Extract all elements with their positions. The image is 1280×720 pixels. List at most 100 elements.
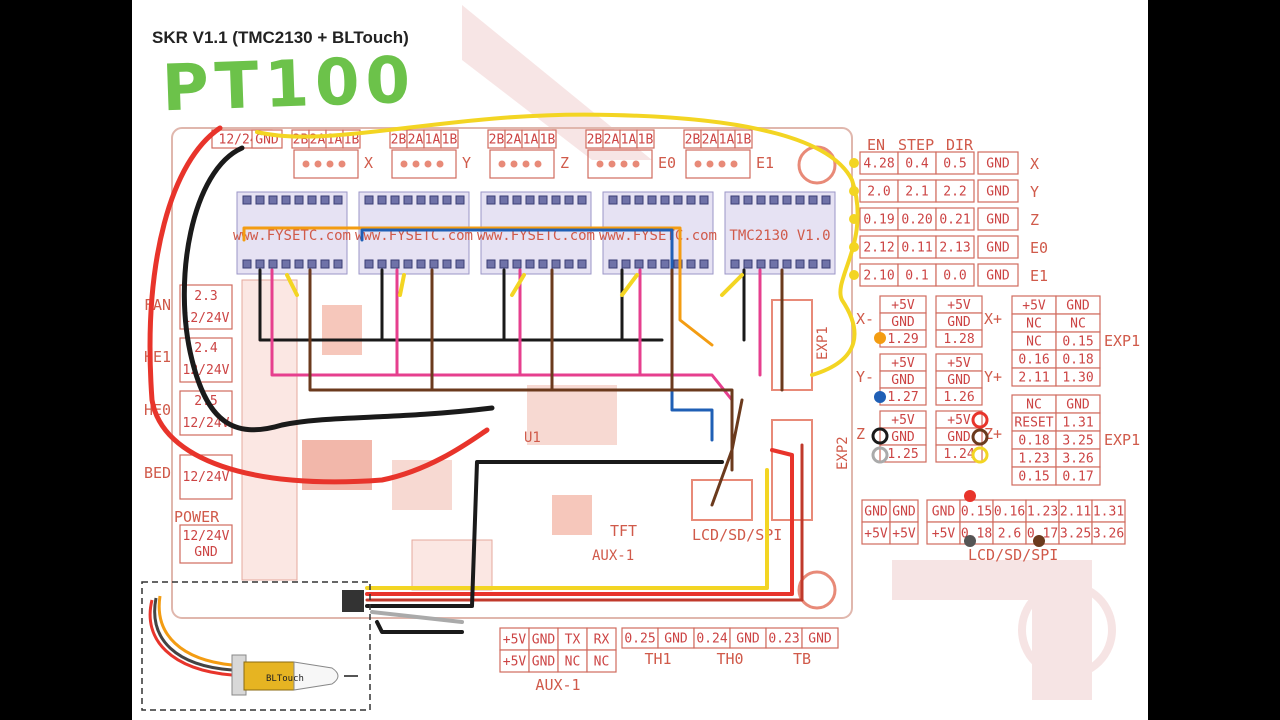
endstop-z-max-pin: 1.24 — [943, 447, 974, 462]
label-u1: U1 — [524, 430, 541, 446]
stepper-pin-E0-2B: 2B — [587, 133, 603, 148]
endstop-z-min-pin: 1.25 — [887, 447, 918, 462]
lcd-r2-c0: +5V — [932, 527, 956, 542]
lcd-left-r1-c0: +5V — [864, 527, 888, 542]
endstop-x-min-pin: 1.29 — [887, 332, 918, 347]
aux-r1-c0: +5V — [503, 633, 527, 648]
exp1-bottom-r0-c1: GND — [1066, 398, 1090, 413]
power-fan-pin: 2.3 — [194, 289, 217, 304]
aux-r1-c3: RX — [594, 633, 610, 648]
exp1-bottom-r4-c1-cell — [1055, 466, 1101, 486]
aux-r2-c0: +5V — [503, 655, 527, 670]
endstop-y-min-gnd: GND — [891, 373, 915, 388]
stepper-pin-Y-1A: 1A — [425, 133, 441, 148]
endstop-label-x-max: X+ — [984, 310, 1002, 328]
power-fan-voltage: 12/24V — [183, 311, 230, 326]
pin-dir-Z: 0.21 — [939, 213, 970, 228]
pin-en-E0: 2.12 — [863, 241, 894, 256]
therm-label-th1: TH1 — [644, 650, 671, 668]
therm-tb-gnd: GND — [808, 632, 832, 647]
stepper-pin-Z-1A: 1A — [523, 133, 539, 148]
pin-dir-Z-cell — [935, 207, 975, 231]
lcd-r1-c1: 0.15 — [961, 505, 992, 520]
endstop-x-max-gnd: GND — [947, 315, 971, 330]
driver-label-2: www.FYSETC.com — [355, 228, 473, 244]
power-label-fan: FAN — [144, 296, 171, 314]
pin-axis-Y: Y — [1030, 183, 1039, 201]
lcd-r1-c0: GND — [932, 505, 956, 520]
lcd-r2-c4: 3.25 — [1060, 527, 1091, 542]
endstop-label-z-max: Z+ — [984, 425, 1002, 443]
pin-gnd-Y: GND — [986, 185, 1010, 200]
pin-dir-Y-cell — [935, 179, 975, 203]
stepper-pin-E0-1B-cell — [636, 129, 655, 149]
pin-marker-Z — [849, 214, 859, 224]
aux-r2-c3: NC — [594, 655, 610, 670]
wire-red-loop — [147, 125, 490, 485]
pin-dir-X-cell — [935, 151, 975, 175]
therm-th0-gnd: GND — [736, 632, 760, 647]
pin-gnd-E1-cell — [977, 263, 1019, 287]
stepper-header-E1: E1 — [756, 154, 774, 172]
pin-gnd-E1: GND — [986, 269, 1010, 284]
exp1-top-r2-c1: 0.15 — [1062, 335, 1093, 350]
endstop-y-max-gnd: GND — [947, 373, 971, 388]
pin-dir-E0: 2.13 — [939, 241, 970, 256]
pin-gnd-X-cell — [977, 151, 1019, 175]
pin-gnd-Y-cell — [977, 179, 1019, 203]
pin-en-E1: 2.10 — [863, 269, 894, 284]
bltouch-label: BLTouch — [266, 674, 304, 684]
endstop-z-min-5v: +5V — [891, 413, 915, 428]
pin-gnd-X: GND — [986, 157, 1010, 172]
pin-step-E0: 0.11 — [901, 241, 932, 256]
pin-dir-X: 0.5 — [943, 157, 966, 172]
endstop-y-min-5v: +5V — [891, 356, 915, 371]
power-he1-voltage: 12/24V — [183, 363, 230, 378]
stepper-header-Z: Z — [560, 154, 569, 172]
pin-dir-E1-cell — [935, 263, 975, 287]
pin-dir-E0-cell — [935, 235, 975, 259]
stepper-pin-E1-1B-cell — [734, 129, 753, 149]
therm-label-tb: TB — [793, 650, 811, 668]
therm-th1-pin: 0.25 — [624, 632, 655, 647]
stepper-pin-E0-1A: 1A — [621, 133, 637, 148]
pin-dir-Y: 2.2 — [943, 185, 966, 200]
endstop-label-y-max: Y+ — [984, 368, 1002, 386]
exp1-bottom-label: EXP1 — [1104, 431, 1140, 449]
power-label-bed: BED — [144, 464, 171, 482]
stepper-pin-E1-1A: 1A — [719, 133, 735, 148]
exp1-top-r4-c0: 2.11 — [1018, 371, 1049, 386]
wire-black-loop — [181, 145, 495, 433]
stepper-header-E0: E0 — [658, 154, 676, 172]
lcd-r1-c5: 1.31 — [1093, 505, 1124, 520]
exp1-top-r4-c1-cell — [1055, 367, 1101, 387]
endstop-y-max-5v: +5V — [947, 356, 971, 371]
endstop-x-max-pin-cell — [935, 329, 983, 348]
pin-axis-X: X — [1030, 155, 1039, 173]
stepper-pin-Y-1B: 1B — [442, 133, 458, 148]
aux-r2-c1: GND — [532, 655, 556, 670]
aux-r2-c2: NC — [565, 655, 581, 670]
exp1-bottom-r4-c1: 0.17 — [1062, 470, 1093, 485]
pin-col-step: STEP — [898, 136, 934, 154]
endstop-z-min-gnd: GND — [891, 430, 915, 445]
stepper-pin-Z-2A: 2A — [506, 133, 522, 148]
handwritten-pt100-note: PT100 — [160, 43, 418, 127]
pin-table-markers — [849, 158, 859, 280]
stepper-pin-Z-2B: 2B — [489, 133, 505, 148]
label-exp1: EXP1 — [815, 326, 831, 360]
driver-label-3: www.FYSETC.com — [477, 228, 595, 244]
exp1-bottom-r3-c1: 3.26 — [1062, 452, 1093, 467]
exp1-bottom-r1-c1: 1.31 — [1062, 416, 1093, 431]
exp1-top-label: EXP1 — [1104, 332, 1140, 350]
stepper-pin-Z-1B-cell — [538, 129, 557, 149]
pin-gnd-E0: GND — [986, 241, 1010, 256]
pin-step-X: 0.4 — [905, 157, 929, 172]
driver-label-4: www.FYSETC.com — [599, 228, 717, 244]
endstop-z-max-gnd: GND — [947, 430, 971, 445]
wire-orange — [242, 226, 714, 347]
